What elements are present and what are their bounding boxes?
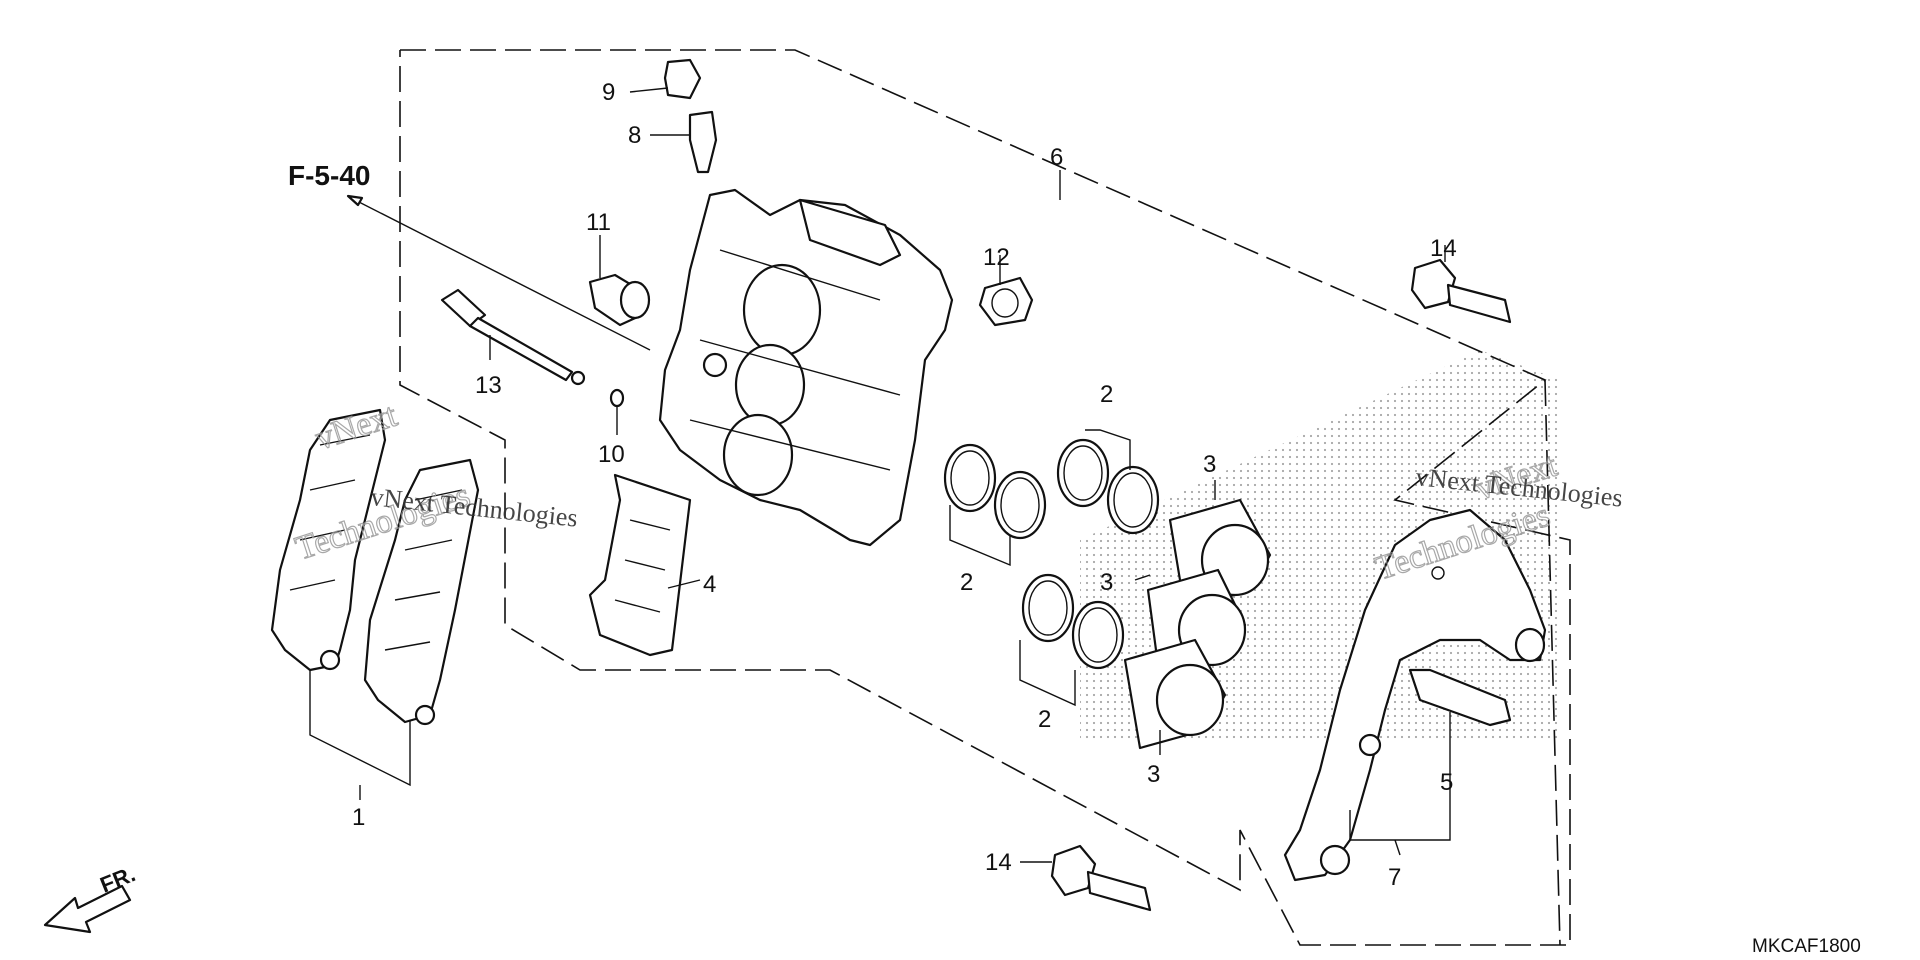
caliper-bracket (1283, 508, 1547, 882)
callout-12: 12 (983, 244, 1010, 271)
callout-7: 7 (1388, 864, 1401, 891)
pistons (1123, 498, 1272, 750)
boot (978, 276, 1034, 327)
callout-13: 13 (475, 372, 502, 399)
brake-pad-inner (363, 458, 480, 726)
callout-2-mid: 2 (960, 569, 973, 596)
callout-11: 11 (586, 209, 611, 236)
pad-pin (440, 288, 586, 386)
pad-retainer (1408, 668, 1512, 727)
caliper-body (658, 188, 954, 547)
brake-pad-outer (270, 408, 387, 672)
callout-3-mid: 3 (1100, 569, 1113, 596)
callout-2-upper: 2 (1100, 381, 1113, 408)
callout-9: 9 (602, 79, 615, 106)
pin-clip (609, 388, 625, 408)
piston-seals (943, 438, 1160, 670)
pin-sleeve (588, 273, 651, 327)
callout-6: 6 (1050, 144, 1063, 171)
front-label: FR. (97, 861, 139, 897)
callout-4: 4 (703, 571, 716, 598)
callout-3-lower: 3 (1147, 761, 1160, 788)
callout-1: 1 (352, 804, 365, 831)
reference-label: F-5-40 (288, 160, 370, 191)
bolt-lower (1050, 844, 1152, 912)
callout-14-lower: 14 (985, 849, 1012, 876)
figure-code: MKCAF1800 (1752, 936, 1861, 957)
front-arrow-icon: FR. (43, 861, 139, 934)
bolt-upper (1410, 258, 1512, 324)
callouts: 1 2 2 2 3 3 3 4 5 6 7 8 9 10 11 12 13 14… (352, 79, 1457, 891)
callout-3-upper: 3 (1203, 451, 1216, 478)
callout-14-upper: 14 (1430, 235, 1457, 262)
callout-2-lower: 2 (1038, 706, 1051, 733)
callout-5: 5 (1440, 769, 1453, 796)
callout-8: 8 (628, 122, 641, 149)
pad-spring (588, 473, 692, 657)
bleed-valve (688, 110, 718, 174)
assembly-outline-6 (399, 49, 1571, 946)
assembly-outline-7 (1544, 379, 1561, 946)
bleeder-cap (663, 58, 702, 100)
callout-10: 10 (598, 441, 625, 468)
leader-lines (309, 87, 1451, 863)
